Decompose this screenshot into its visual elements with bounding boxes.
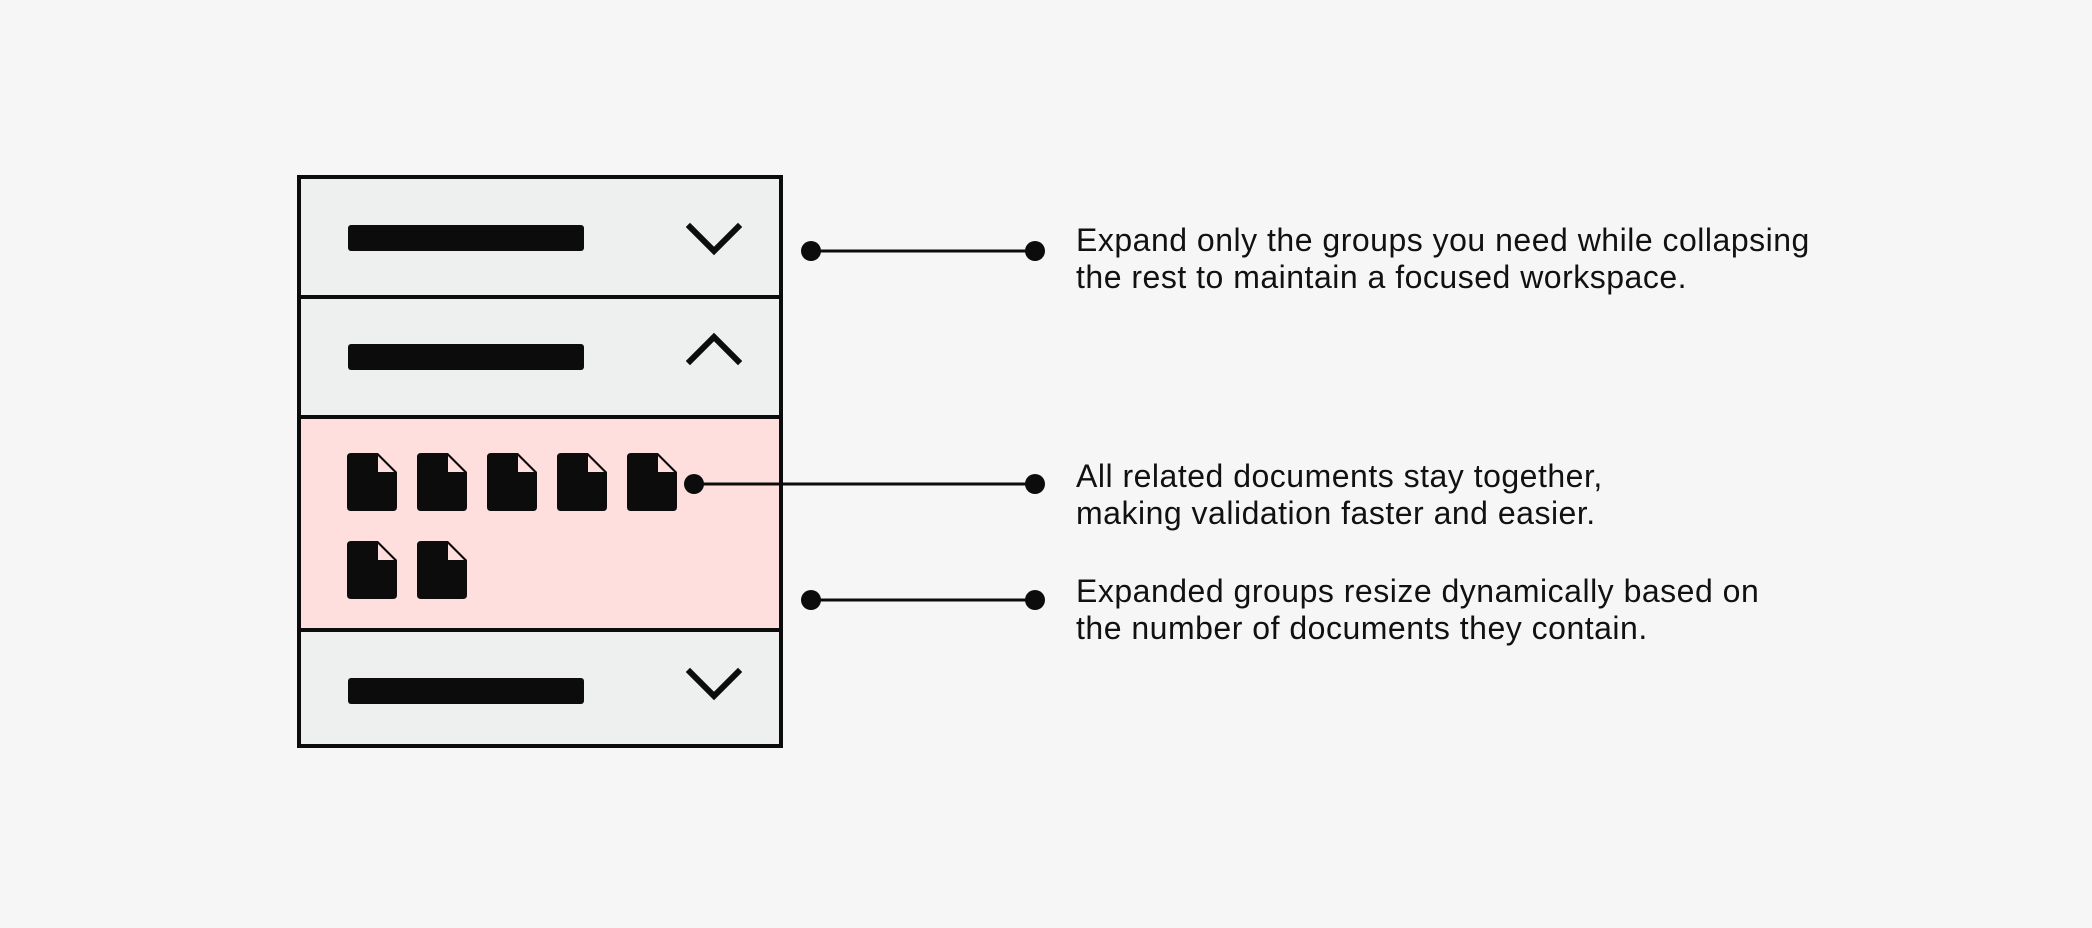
document-icon: [417, 453, 467, 511]
callout-line: Expand only the groups you need while co…: [1076, 222, 1810, 258]
accordion-illustration: [297, 175, 783, 748]
chevron-down-icon: [686, 667, 742, 701]
callout-line: Expanded groups resize dynamically based…: [1076, 573, 1760, 609]
group-title-placeholder: [348, 225, 584, 251]
connector-1: [801, 241, 1045, 261]
document-icon: [417, 541, 467, 599]
document-icon: [557, 453, 607, 511]
chevron-up-icon: [686, 332, 742, 366]
group-header-collapsed-1: [301, 179, 779, 299]
group-title-placeholder: [348, 344, 584, 370]
document-icon: [487, 453, 537, 511]
callout-line: the rest to maintain a focused workspace…: [1076, 259, 1688, 295]
document-icon: [347, 541, 397, 599]
document-icon: [347, 453, 397, 511]
connector-3: [801, 590, 1045, 610]
callout-text-related-documents: All related documents stay together, mak…: [1076, 458, 1603, 532]
callout-text-dynamic-resize: Expanded groups resize dynamically based…: [1076, 573, 1759, 647]
callout-line: All related documents stay together,: [1076, 458, 1603, 494]
chevron-down-icon: [686, 222, 742, 256]
expanded-group-panel: [301, 419, 779, 628]
group-header-expanded: [301, 299, 779, 419]
group-header-collapsed-2: [301, 628, 779, 744]
group-title-placeholder: [348, 678, 584, 704]
document-icon: [627, 453, 677, 511]
callout-text-focus: Expand only the groups you need while co…: [1076, 222, 1810, 296]
callout-line: making validation faster and easier.: [1076, 495, 1596, 531]
callout-line: the number of documents they contain.: [1076, 610, 1648, 646]
